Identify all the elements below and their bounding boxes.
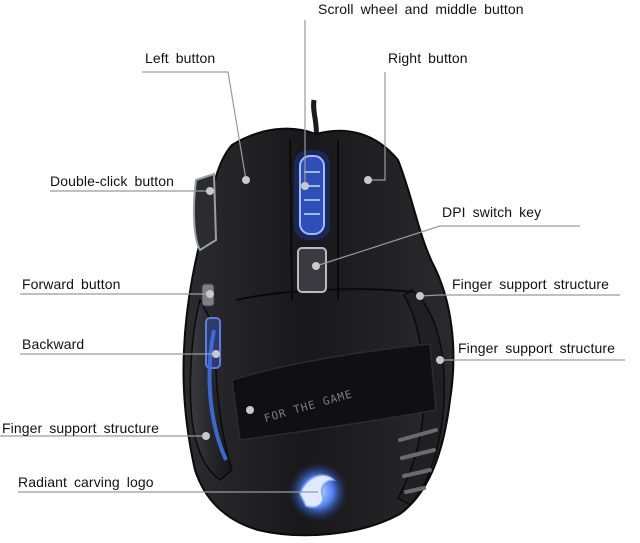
lower-panel: [231, 343, 437, 441]
label-right-button: Right button: [388, 50, 468, 66]
scroll-wheel: [299, 155, 325, 235]
label-finger-support-right-lower: Finger support structure: [458, 340, 616, 356]
label-double-click: Double-click button: [50, 173, 174, 189]
dpi-switch-button: [297, 247, 327, 293]
label-scroll-wheel: Scroll wheel and middle button: [318, 1, 524, 17]
leader-lines: [0, 20, 625, 493]
marker-dots: [202, 176, 444, 440]
logo-mark: [299, 474, 336, 508]
label-dpi-switch: DPI switch key: [442, 204, 542, 220]
label-logo: Radiant carving logo: [18, 474, 154, 490]
label-left-button: Left button: [145, 50, 216, 66]
double-click-key: [192, 172, 218, 252]
label-finger-support-right-upper: Finger support structure: [452, 276, 610, 292]
label-forward: Forward button: [22, 276, 121, 292]
label-backward: Backward: [22, 336, 85, 352]
left-accent-glow: [207, 329, 228, 461]
label-finger-support-left: Finger support structure: [2, 420, 160, 436]
